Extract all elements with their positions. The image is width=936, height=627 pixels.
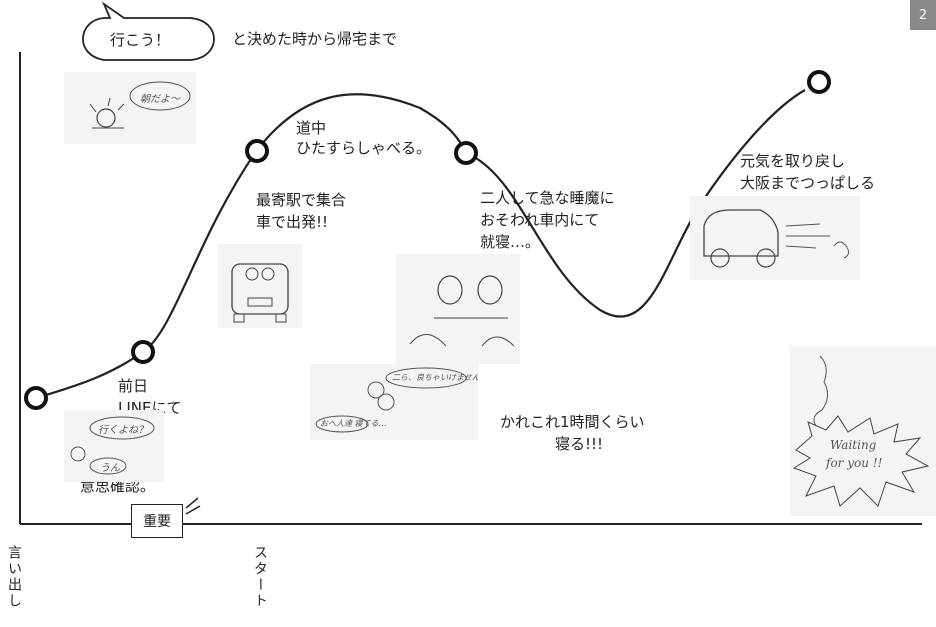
emphasis-mark bbox=[185, 497, 199, 509]
sketch-sleeping-people: 二ら、良ちゃいけません おへ人達 寝てる… bbox=[310, 364, 478, 440]
sketch-sleep-small: おへ人達 寝てる… bbox=[320, 419, 387, 428]
x-label-iidashi: 言い出し bbox=[6, 545, 22, 609]
sketch-waiting: Waiting for you !! bbox=[790, 346, 936, 516]
annotation-suima-3: 就寝…。 bbox=[480, 233, 541, 251]
annotation-suima-2: おそわれ車内にて bbox=[480, 211, 600, 229]
sketch-car-front bbox=[218, 244, 302, 328]
diagram-subtitle: と決めた時から帰宅まで bbox=[232, 30, 398, 48]
annotation-shuppatsu: 車で出発!! bbox=[256, 213, 329, 231]
annotation-suima-1: 二人して急な睡魔に bbox=[480, 189, 615, 207]
important-box: 重要 bbox=[131, 504, 183, 538]
sketch-waiting-1: Waiting bbox=[830, 438, 877, 452]
x-label-start: スタート bbox=[252, 545, 268, 609]
page-number: 2 bbox=[910, 0, 936, 30]
annotation-moyori: 最寄駅で集合 bbox=[256, 191, 347, 209]
emphasis-mark bbox=[185, 505, 201, 515]
sketch-waiting-2: for you !! bbox=[826, 456, 883, 470]
sketch-morning: 朝だよ〜 bbox=[64, 72, 196, 144]
sketch-sleep-speech: 二ら、良ちゃいけません bbox=[392, 373, 478, 382]
sketch-car-driving bbox=[690, 196, 860, 280]
annotation-neru-2: 寝る!!! bbox=[555, 435, 604, 453]
annotation-genki-2: 大阪までつっぱしる bbox=[740, 174, 876, 192]
milestone-circle-5 bbox=[807, 70, 831, 94]
annotation-douchu: 道中 bbox=[296, 119, 327, 137]
sketch-line-2: うん bbox=[100, 463, 120, 474]
sketch-sleeping-car bbox=[396, 254, 520, 364]
sketch-line-1: 行くよね？ bbox=[98, 425, 148, 436]
milestone-circle-4 bbox=[454, 141, 478, 165]
milestone-circle-1 bbox=[24, 386, 48, 410]
annotation-genki-1: 元気を取り戻し bbox=[740, 152, 846, 170]
sketch-line-chat: 行くよね？ うん bbox=[64, 410, 164, 482]
bubble-text: 行こう！ bbox=[110, 31, 171, 49]
mood-curve bbox=[35, 89, 806, 400]
annotation-zenjitsu: 前日 bbox=[118, 377, 149, 395]
sketch-morning-speech: 朝だよ〜 bbox=[140, 94, 180, 105]
annotation-neru-1: かれこれ1時間くらい bbox=[500, 413, 645, 431]
milestone-circle-3 bbox=[245, 139, 269, 163]
annotation-shaberu: ひたすらしゃべる。 bbox=[296, 139, 432, 157]
speech-bubble bbox=[82, 1, 215, 61]
milestone-circle-2 bbox=[131, 340, 155, 364]
